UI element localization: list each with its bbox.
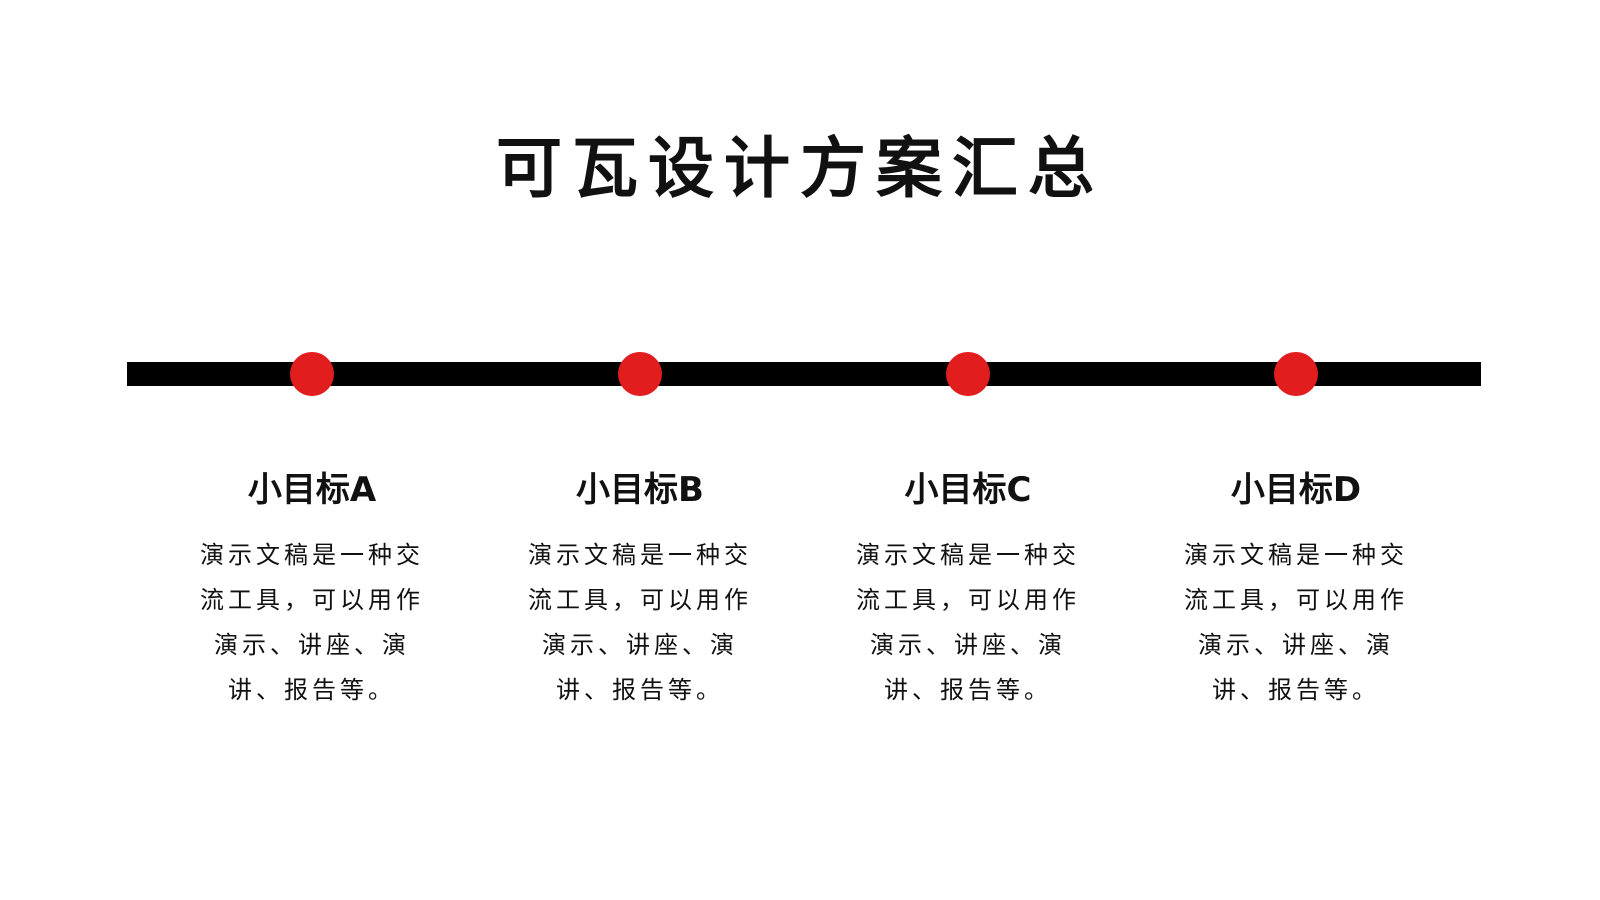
goal-title: 小目标B bbox=[576, 470, 704, 510]
goal-card-c: 小目标C 演示文稿是一种交流工具，可以用作演示、讲座、演讲、报告等。 bbox=[838, 470, 1098, 713]
goal-title: 小目标C bbox=[904, 470, 1032, 510]
goal-card-a: 小目标A 演示文稿是一种交流工具，可以用作演示、讲座、演讲、报告等。 bbox=[182, 470, 442, 713]
timeline-dot-a bbox=[290, 352, 334, 396]
goal-description: 演示文稿是一种交流工具，可以用作演示、讲座、演讲、报告等。 bbox=[200, 540, 424, 704]
goal-description: 演示文稿是一种交流工具，可以用作演示、讲座、演讲、报告等。 bbox=[856, 540, 1080, 704]
goal-description: 演示文稿是一种交流工具，可以用作演示、讲座、演讲、报告等。 bbox=[1184, 540, 1408, 704]
goal-card-b: 小目标B 演示文稿是一种交流工具，可以用作演示、讲座、演讲、报告等。 bbox=[510, 470, 770, 713]
goal-title: 小目标A bbox=[247, 470, 377, 510]
timeline-dot-c bbox=[946, 352, 990, 396]
timeline-dot-b bbox=[618, 352, 662, 396]
timeline-dot-d bbox=[1274, 352, 1318, 396]
goal-card-d: 小目标D 演示文稿是一种交流工具，可以用作演示、讲座、演讲、报告等。 bbox=[1166, 470, 1426, 713]
goal-description: 演示文稿是一种交流工具，可以用作演示、讲座、演讲、报告等。 bbox=[528, 540, 752, 704]
goal-title: 小目标D bbox=[1230, 470, 1362, 510]
slide-title: 可瓦设计方案汇总 bbox=[496, 130, 1104, 207]
timeline-bar bbox=[127, 362, 1481, 386]
